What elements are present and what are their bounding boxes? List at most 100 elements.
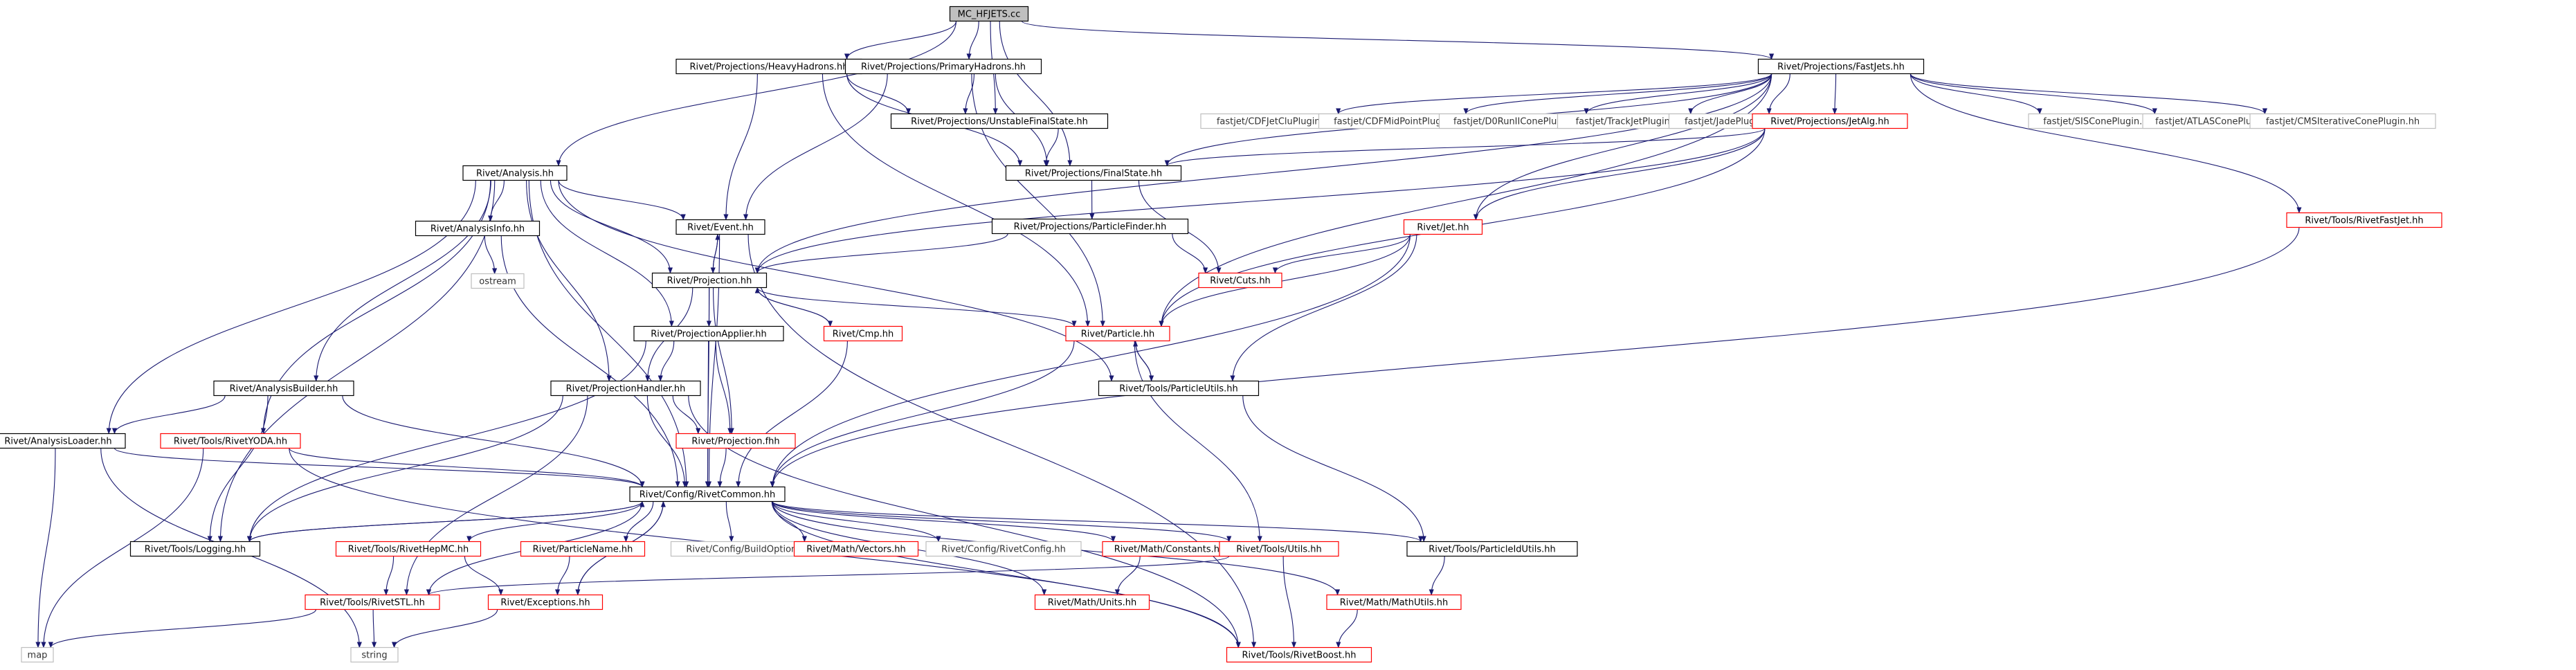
node-label-mathutils: Rivet/Math/MathUtils.hh <box>1340 598 1448 608</box>
node-label-units: Rivet/Math/Units.hh <box>1048 598 1137 608</box>
node-analysis[interactable]: Rivet/Analysis.hh <box>462 165 568 181</box>
node-label-jet: Rivet/Jet.hh <box>1417 223 1469 233</box>
edge-analysis-to-analysisbuilder <box>314 180 491 382</box>
node-vectors[interactable]: Rivet/Math/Vectors.hh <box>793 541 919 557</box>
node-units[interactable]: Rivet/Math/Units.hh <box>1034 594 1150 610</box>
node-exceptions[interactable]: Rivet/Exceptions.hh <box>487 594 604 610</box>
node-label-jetalg: Rivet/Projections/JetAlg.hh <box>1770 117 1889 127</box>
edge-analysis-to-logging <box>217 180 496 543</box>
node-label-fastjets: Rivet/Projections/FastJets.hh <box>1777 62 1905 73</box>
node-label-particlefinder: Rivet/Projections/ParticleFinder.hh <box>1014 222 1167 233</box>
node-constants[interactable]: Rivet/Math/Constants.hh <box>1102 541 1237 557</box>
node-label-buildoptions: Rivet/Config/BuildOptions.hh <box>686 545 815 555</box>
node-rivetstl[interactable]: Rivet/Tools/RivetSTL.hh <box>305 594 440 610</box>
node-box-primary <box>844 58 1042 75</box>
node-event[interactable]: Rivet/Event.hh <box>675 219 765 235</box>
node-box-rivetyoda <box>160 433 301 449</box>
node-rivetyoda[interactable]: Rivet/Tools/RivetYODA.hh <box>160 433 301 449</box>
node-particleidutils[interactable]: Rivet/Tools/ParticleIdUtils.hh <box>1406 541 1578 557</box>
node-label-projfhh: Rivet/Projection.fhh <box>691 437 779 447</box>
node-rivetboost[interactable]: Rivet/Tools/RivetBoost.hh <box>1226 646 1372 663</box>
edge-primary-to-particle <box>971 73 1105 327</box>
node-box-analysisbuilder <box>213 380 354 397</box>
node-layer: MC_HFJETS.ccRivet/Projections/FastJets.h… <box>0 6 2442 663</box>
node-label-utils: Rivet/Tools/Utils.hh <box>1236 545 1321 555</box>
node-unstable[interactable]: Rivet/Projections/UnstableFinalState.hh <box>890 113 1109 129</box>
node-label-event: Rivet/Event.hh <box>687 223 754 233</box>
edge-rivetcommon-to-utils <box>772 501 1232 543</box>
node-analysisinfo[interactable]: Rivet/AnalysisInfo.hh <box>415 220 541 237</box>
node-label-analysisinfo: Rivet/AnalysisInfo.hh <box>430 224 525 235</box>
edge-analysis-to-projhandler <box>526 180 612 382</box>
node-string: string <box>350 646 399 663</box>
edge-rivetcommon-to-rivetconfig <box>772 501 941 543</box>
node-utils[interactable]: Rivet/Tools/Utils.hh <box>1219 541 1339 557</box>
node-label-particle: Rivet/Particle.hh <box>1081 329 1154 340</box>
edge-analysisinfo-to-ostream <box>484 235 498 275</box>
node-finalstate[interactable]: Rivet/Projections/FinalState.hh <box>1005 165 1182 181</box>
edge-utils-to-rivetstl <box>426 556 1230 596</box>
node-rivethepmc[interactable]: Rivet/Tools/RivetHepMC.hh <box>335 541 482 557</box>
edge-cmp-to-projection <box>754 287 831 327</box>
node-box-unstable <box>890 113 1109 129</box>
edge-jet-to-particle <box>1159 234 1411 327</box>
node-jet[interactable]: Rivet/Jet.hh <box>1403 219 1483 235</box>
node-label-rivetfastjet: Rivet/Tools/RivetFastJet.hh <box>2305 216 2423 226</box>
node-rivetconfig: Rivet/Config/RivetConfig.hh <box>925 541 1082 557</box>
node-particleutils[interactable]: Rivet/Tools/ParticleUtils.hh <box>1098 380 1260 397</box>
node-particle[interactable]: Rivet/Particle.hh <box>1065 325 1170 342</box>
node-label-projhandler: Rivet/ProjectionHandler.hh <box>566 384 686 395</box>
edge-fastjets-to-projection <box>754 73 1772 274</box>
node-heavy[interactable]: Rivet/Projections/HeavyHadrons.hh <box>675 58 862 75</box>
edge-fastjets-to-jet <box>1473 73 1772 221</box>
edge-rivetstl-to-map <box>48 609 317 649</box>
node-cmscone: fastjet/CMSIterativeConePlugin.hh <box>2249 113 2436 129</box>
node-jetalg[interactable]: Rivet/Projections/JetAlg.hh <box>1752 113 1908 129</box>
node-projapplier[interactable]: Rivet/ProjectionApplier.hh <box>633 325 784 342</box>
node-projection[interactable]: Rivet/Projection.hh <box>651 272 768 289</box>
node-box-rivetcommon <box>629 486 786 502</box>
node-box-particlefinder <box>991 218 1189 235</box>
edge-jet-to-rivetcommon <box>770 234 1411 488</box>
node-label-rivetconfig: Rivet/Config/RivetConfig.hh <box>941 545 1066 555</box>
node-rivetfastjet[interactable]: Rivet/Tools/RivetFastJet.hh <box>2286 212 2442 228</box>
edge-particle-to-rivetcommon <box>770 341 1075 488</box>
node-ostream: ostream <box>471 273 525 289</box>
node-box-particleidutils <box>1406 541 1578 557</box>
edge-fastjets-to-rivetfastjet <box>1910 73 2302 214</box>
node-mathutils[interactable]: Rivet/Math/MathUtils.hh <box>1326 594 1462 610</box>
edge-analysis-to-projection <box>550 180 673 274</box>
node-label-vectors: Rivet/Math/Vectors.hh <box>806 545 906 555</box>
node-cmp[interactable]: Rivet/Cmp.hh <box>823 325 903 342</box>
node-analysisloader[interactable]: Rivet/AnalysisLoader.hh <box>0 433 126 449</box>
edge-jet-to-particleutils <box>1230 234 1417 382</box>
node-label-trackjet: fastjet/TrackJetPlugin.hh <box>1576 117 1685 127</box>
node-label-cdfjetclu: fastjet/CDFJetCluPlugin.hh <box>1217 117 1334 127</box>
node-cuts[interactable]: Rivet/Cuts.hh <box>1198 272 1282 289</box>
node-projhandler[interactable]: Rivet/ProjectionHandler.hh <box>550 380 701 397</box>
node-particlefinder[interactable]: Rivet/Projections/ParticleFinder.hh <box>991 218 1189 235</box>
node-primary[interactable]: Rivet/Projections/PrimaryHadrons.hh <box>844 58 1042 75</box>
node-label-rivetstl: Rivet/Tools/RivetSTL.hh <box>320 598 425 608</box>
node-box-root <box>949 6 1029 22</box>
node-box-utils <box>1219 541 1339 557</box>
node-box-analysisloader <box>0 433 126 449</box>
node-label-rivethepmc: Rivet/Tools/RivetHepMC.hh <box>348 545 469 555</box>
node-box-rivetfastjet <box>2286 212 2442 228</box>
edge-rivethepmc-to-rivetstl <box>383 556 394 596</box>
edge-projection-to-projfhh <box>713 287 734 435</box>
edge-projapplier-to-projfhh <box>715 341 733 435</box>
node-box-fastjets <box>1757 58 1925 75</box>
node-box-jetalg <box>1752 113 1908 129</box>
edge-analysis-to-analysisinfo <box>487 180 505 222</box>
node-label-rivetcommon: Rivet/Config/RivetCommon.hh <box>640 490 776 500</box>
edge-root-to-heavy <box>844 21 957 60</box>
node-box-rivetconfig <box>925 541 1082 557</box>
node-analysisbuilder[interactable]: Rivet/AnalysisBuilder.hh <box>213 380 354 397</box>
node-logging[interactable]: Rivet/Tools/Logging.hh <box>129 541 261 557</box>
node-projfhh[interactable]: Rivet/Projection.fhh <box>675 433 796 449</box>
node-rivetcommon[interactable]: Rivet/Config/RivetCommon.hh <box>629 486 786 502</box>
node-box-cmscone <box>2249 113 2436 129</box>
node-particlename[interactable]: Rivet/ParticleName.hh <box>520 541 646 557</box>
node-fastjets[interactable]: Rivet/Projections/FastJets.hh <box>1757 58 1925 75</box>
